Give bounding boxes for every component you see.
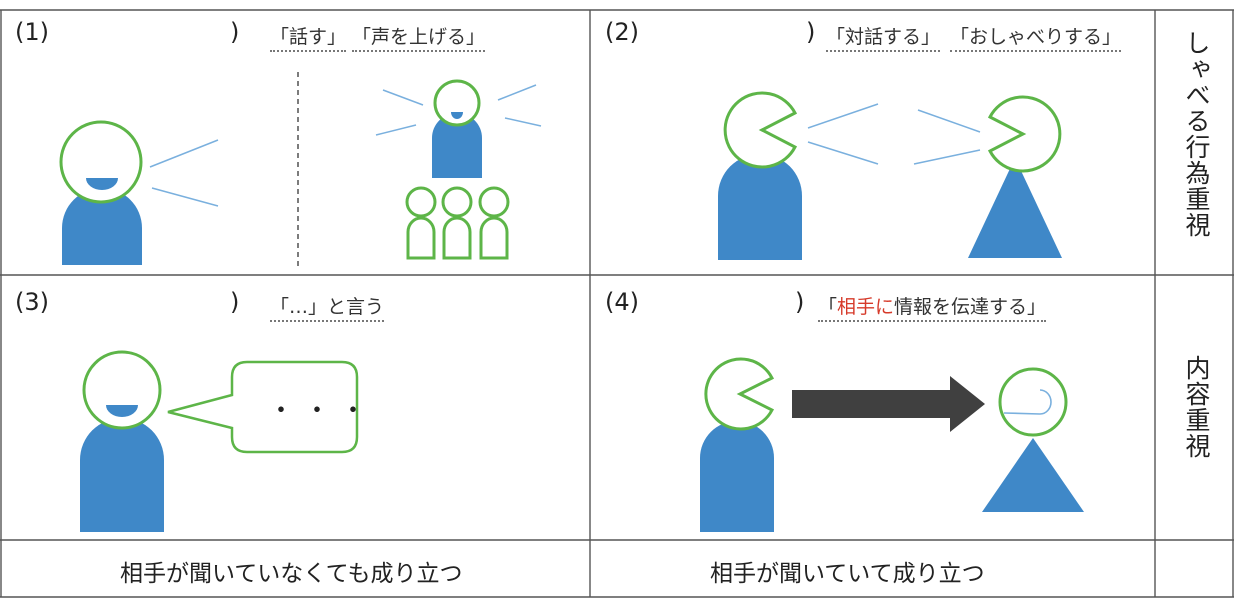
panel4-phrase-rest: 情報を伝達する」 — [894, 296, 1047, 318]
panel4-number: (4) — [605, 288, 639, 316]
panel1-number: (1) — [15, 18, 49, 46]
panel1-orator-waves — [375, 84, 542, 136]
panel1-phrase-a: 「話す」 — [270, 22, 347, 52]
panel4-close-paren: ) — [795, 288, 805, 316]
panel4-phrase-open: 「 — [818, 296, 838, 318]
panel2-close-paren: ) — [806, 18, 816, 46]
side-label-top: しゃべる行為重視 — [1182, 30, 1211, 238]
panel1-orator-figure — [432, 79, 482, 178]
panel1-speech-waves — [149, 139, 219, 207]
panel3-close-paren: ) — [230, 288, 240, 316]
panel2-left-figure — [718, 91, 802, 260]
panel4-phrase: 「相手に情報を伝達する」 — [818, 292, 1047, 322]
panel4-listener-figure — [982, 367, 1084, 512]
panel2-speech-waves — [807, 103, 981, 165]
panel1-close-paren: ) — [230, 18, 240, 46]
panel3-speech-bubble — [167, 360, 359, 454]
bottom-label-left: 相手が聞いていなくても成り立つ — [120, 561, 463, 587]
panel3-bubble-text: ・・・ — [268, 396, 377, 426]
panel1-phrase-b: 「声を上げる」 — [352, 22, 486, 52]
panel2-phrase-a: 「対話する」 — [826, 22, 941, 52]
panel4-arrow — [792, 376, 985, 432]
table-grid — [0, 9, 1234, 598]
panel1-audience — [405, 186, 510, 260]
panel2-number: (2) — [605, 18, 639, 46]
panel4-left-figure — [700, 357, 775, 532]
panel3-phrase: 「…」と言う — [270, 292, 385, 322]
side-label-bottom: 内容重視 — [1182, 355, 1211, 459]
panel1-speaker-figure — [59, 120, 143, 265]
panel3-speaker-figure — [80, 350, 164, 532]
panel4-phrase-red: 相手に — [837, 296, 895, 318]
panel2-phrase-b: 「おしゃべりする」 — [950, 22, 1122, 52]
panel3-number: (3) — [15, 288, 49, 316]
panel2-right-figure — [968, 95, 1062, 258]
bottom-label-right: 相手が聞いていて成り立つ — [710, 561, 985, 587]
